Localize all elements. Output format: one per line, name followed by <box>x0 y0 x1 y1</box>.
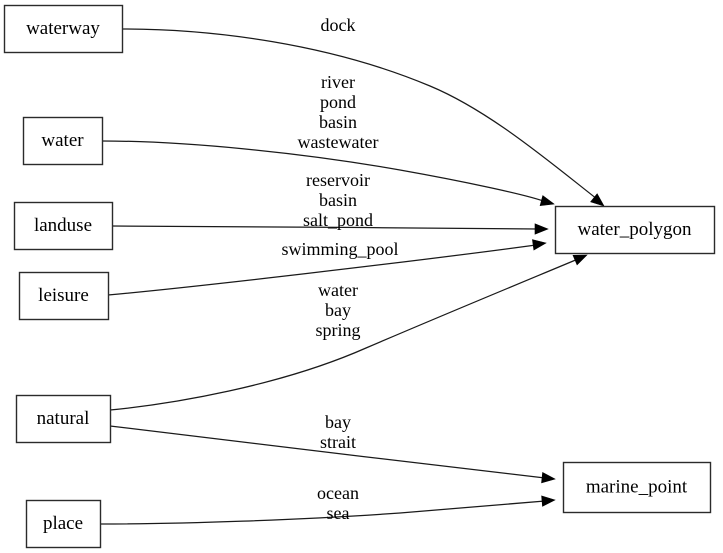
edge-arrowhead <box>539 195 555 207</box>
node-label-marine_point: marine_point <box>586 476 688 497</box>
edge-label-text: strait <box>320 432 356 452</box>
edge-label-text: pond <box>320 92 356 112</box>
edge-line <box>109 425 546 479</box>
node-water_polygon[interactable]: water_polygon <box>554 205 716 255</box>
node-marine_point[interactable]: marine_point <box>562 461 712 514</box>
edge-label-text: spring <box>316 320 361 340</box>
edge-landuse-to-water_polygon <box>111 223 549 235</box>
node-natural[interactable]: natural <box>15 394 112 444</box>
edge-labels-layer: dockriverpondbasinwastewaterreservoirbas… <box>281 15 398 523</box>
edge-arrowhead <box>541 471 556 484</box>
edge-label-text: dock <box>321 15 356 35</box>
edge-label-text: bay <box>325 300 351 320</box>
node-waterway[interactable]: waterway <box>3 4 124 54</box>
edge-label-text: basin <box>319 112 357 132</box>
edge-label-text: swimming_pool <box>281 239 398 259</box>
node-label-water_polygon: water_polygon <box>578 219 692 240</box>
edge-label-text: wastewater <box>298 132 379 152</box>
edge-label-text: sea <box>327 503 350 523</box>
node-label-natural: natural <box>37 408 90 429</box>
edge-arrowhead <box>590 193 605 207</box>
node-label-place: place <box>43 513 83 534</box>
node-label-waterway: waterway <box>26 18 100 39</box>
edge-arrowhead <box>532 239 547 251</box>
nodes-layer: waterway water landuse leisure natural place w… <box>3 4 716 549</box>
edge-label-text: ocean <box>317 483 359 503</box>
edge-line <box>111 225 539 230</box>
edge-line <box>101 140 547 203</box>
node-box-water_polygon[interactable] <box>554 205 716 255</box>
edge-arrowhead <box>534 223 549 235</box>
edge-natural-to-water_polygon <box>109 254 588 411</box>
edge-label-text: bay <box>325 412 351 432</box>
edge-arrowhead <box>541 495 556 507</box>
node-box-natural[interactable] <box>15 394 112 444</box>
edge-label-text: water <box>318 280 358 300</box>
edge-line <box>121 28 598 200</box>
edge-label-group-waterway-to-water_polygon: dock <box>321 15 356 35</box>
node-box-water[interactable] <box>22 116 104 166</box>
node-box-waterway[interactable] <box>3 4 124 54</box>
node-label-water: water <box>41 130 84 151</box>
node-label-landuse: landuse <box>34 215 92 236</box>
edge-leisure-to-water_polygon <box>107 239 547 296</box>
node-place[interactable]: place <box>25 499 102 549</box>
edge-label-text: river <box>321 72 355 92</box>
edge-waterway-to-water_polygon <box>121 28 605 207</box>
node-box-place[interactable] <box>25 499 102 549</box>
node-leisure[interactable]: leisure <box>18 271 110 321</box>
node-box-landuse[interactable] <box>13 201 114 251</box>
edge-natural-to-marine_point <box>109 425 556 484</box>
node-box-leisure[interactable] <box>18 271 110 321</box>
edge-water-to-water_polygon <box>101 140 555 207</box>
edge-line <box>107 244 537 296</box>
edges-layer <box>99 28 605 525</box>
edge-label-text: basin <box>319 190 357 210</box>
edge-label-group-leisure-to-water_polygon: swimming_pool <box>281 239 398 259</box>
node-label-leisure: leisure <box>38 285 89 306</box>
edge-line <box>99 500 546 525</box>
node-box-marine_point[interactable] <box>562 461 712 514</box>
node-landuse[interactable]: landuse <box>13 201 114 251</box>
edge-label-text: reservoir <box>306 170 370 190</box>
edge-place-to-marine_point <box>99 495 556 525</box>
edge-label-text: salt_pond <box>303 210 373 230</box>
edge-arrowhead <box>572 254 588 266</box>
edge-line <box>109 258 579 411</box>
node-water[interactable]: water <box>22 116 104 166</box>
